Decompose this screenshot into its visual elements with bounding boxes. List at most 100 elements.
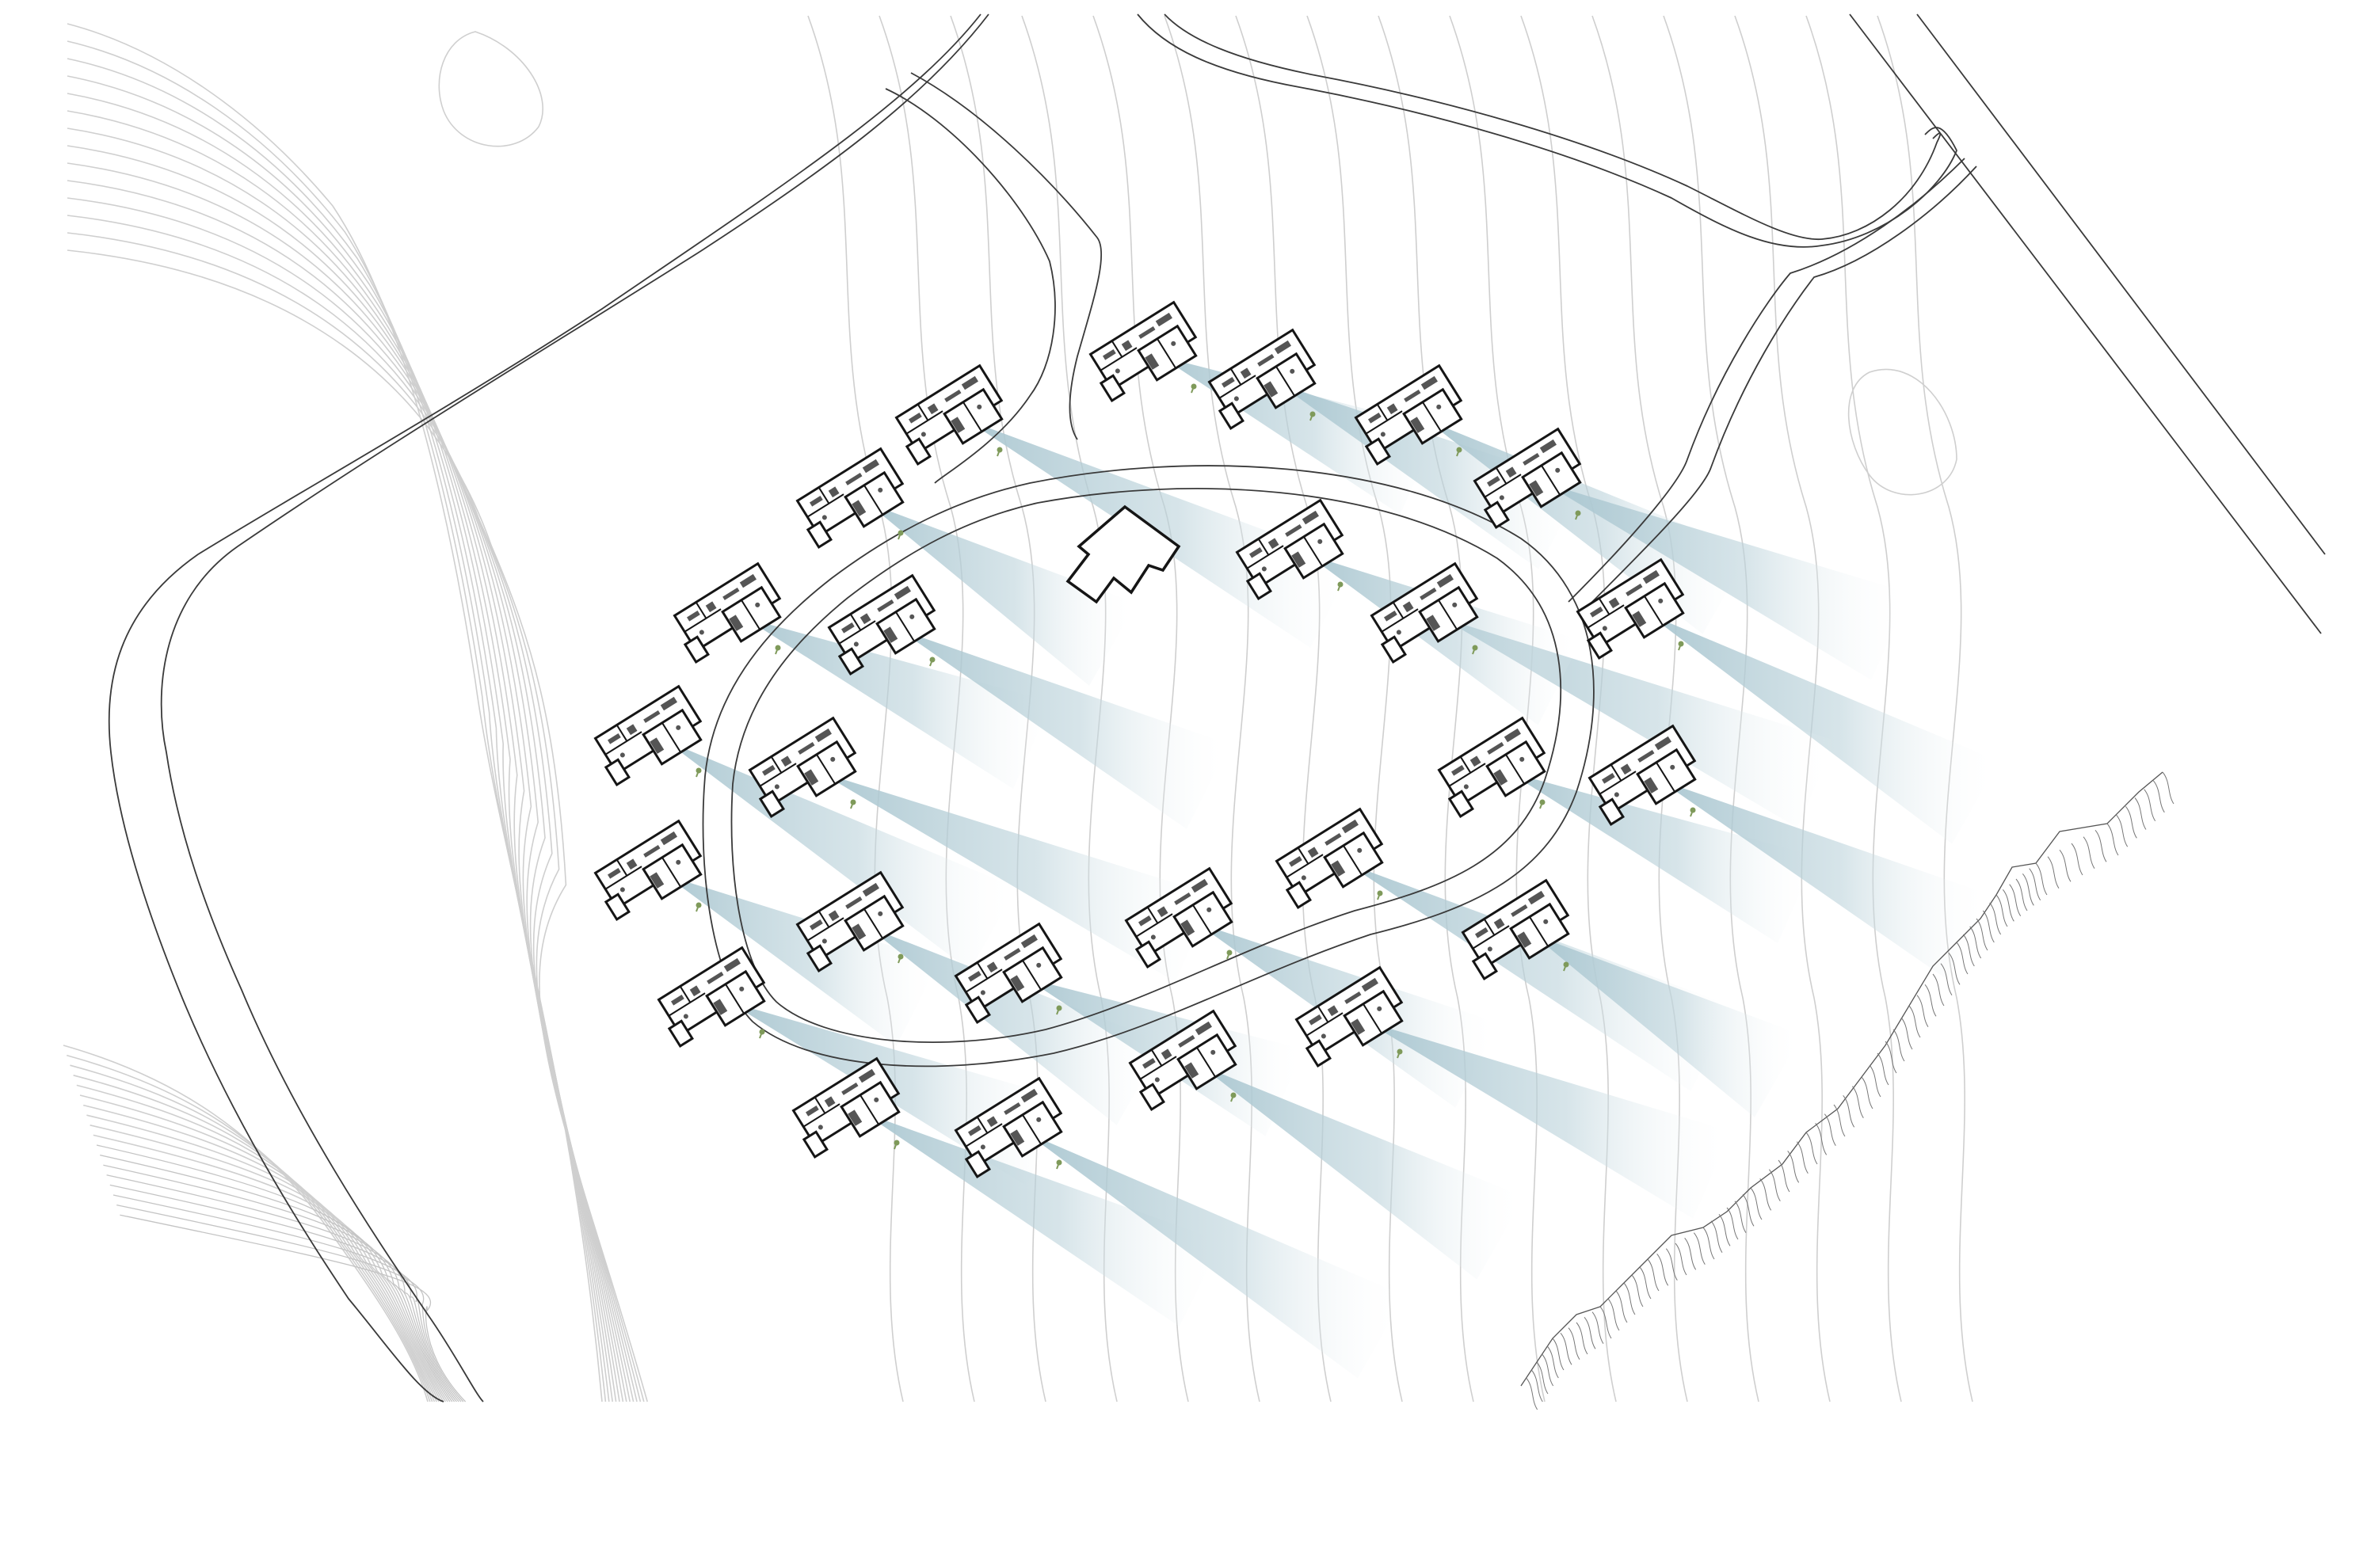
cliff-hatch-stroke xyxy=(1726,1207,1739,1240)
tree-icon xyxy=(759,1029,765,1039)
cliff-hatch-stroke xyxy=(1647,1258,1660,1292)
cliff-hatch-stroke xyxy=(1656,1254,1669,1286)
cliff-hatch-stroke xyxy=(1546,1345,1559,1379)
cliff-hatch-stroke xyxy=(1526,1377,1538,1410)
view-cone xyxy=(1347,863,1734,1092)
cliff-hatch-stroke xyxy=(1675,1243,1687,1276)
view-cone xyxy=(1533,934,1802,1117)
tree-icon xyxy=(1456,447,1462,457)
cliff-hatch-stroke xyxy=(2125,806,2137,839)
tree-icon xyxy=(1397,1049,1403,1059)
contour-line-central xyxy=(1092,15,1189,1402)
tree-icon xyxy=(850,799,856,809)
cliff-hatch-stroke xyxy=(1982,910,1995,943)
contour-line-northwest xyxy=(67,40,607,1402)
cliff-hatch-stroke xyxy=(1710,1220,1723,1253)
cliff-hatch-stroke xyxy=(1969,926,1982,959)
tree-icon xyxy=(1230,1092,1237,1102)
cliff-hatch-stroke xyxy=(1851,1086,1864,1118)
contour-line-west xyxy=(83,1104,442,1402)
cliff-hatch-stroke xyxy=(2035,862,2048,896)
contour-line-west xyxy=(66,1054,431,1402)
cliff-hatch-stroke xyxy=(1962,934,1975,967)
cliff-hatch-stroke xyxy=(1759,1178,1772,1211)
cliff-hatch-stroke xyxy=(1908,1005,1921,1038)
cliff-hatch-stroke xyxy=(1989,902,2002,935)
tree-icon xyxy=(1226,950,1233,960)
cabin-plan xyxy=(1270,808,1392,915)
central-loop-road xyxy=(702,465,1595,1068)
cliff-hatch-stroke xyxy=(1568,1327,1580,1360)
contour-line-west xyxy=(116,1204,464,1402)
cliff-hatch-stroke xyxy=(2083,836,2095,869)
contour-line-central xyxy=(1235,15,1332,1402)
cliff-hatch-stroke xyxy=(2152,780,2165,813)
view-cone xyxy=(665,740,1017,971)
cliff-hatch-stroke xyxy=(1824,1113,1836,1146)
view-cone xyxy=(867,503,1137,686)
view-cone xyxy=(1648,614,1999,844)
road-north-east-diagonal-a xyxy=(1849,13,2322,634)
loop-road-inner xyxy=(730,488,1562,1044)
cliff-hatch-stroke xyxy=(1615,1290,1628,1323)
cliff-hatch-stroke xyxy=(1900,1017,1913,1050)
view-cone xyxy=(1545,483,1911,680)
tree-icon xyxy=(894,1140,900,1150)
contour-line-west xyxy=(86,1114,444,1402)
view-cone xyxy=(1200,1065,1525,1280)
contour-line-northwest xyxy=(67,180,635,1402)
contour-line-northwest xyxy=(67,145,627,1402)
road-north-west-branch-b xyxy=(910,72,1103,440)
cliff-hatch-stroke xyxy=(2144,789,2156,821)
contour-line-central xyxy=(1520,15,1617,1402)
cliff-hatch-stroke xyxy=(2009,884,2022,916)
tree-icon xyxy=(898,953,904,964)
view-cone xyxy=(1279,384,1582,569)
cliff-hatch-stroke xyxy=(1948,953,1961,985)
cliff-hatch-stroke xyxy=(1702,1227,1715,1260)
cabin-plan xyxy=(589,820,711,927)
cliff-hatch-stroke xyxy=(1815,1123,1828,1155)
cabin-plan xyxy=(1084,301,1206,408)
cliff-hatch-stroke xyxy=(1877,1052,1889,1086)
cabin xyxy=(1084,301,1206,408)
cliff-hatch-stroke xyxy=(1576,1322,1588,1355)
cliff-hatch-stroke xyxy=(1892,1029,1905,1062)
view-cone xyxy=(665,875,940,1046)
cliff-hatch-stroke xyxy=(1623,1282,1636,1315)
tree-icon xyxy=(1563,961,1569,972)
view-cone xyxy=(1026,1132,1405,1379)
contour-line-northwest xyxy=(67,232,645,1402)
tree-icon xyxy=(1337,581,1344,592)
road-north-west-branch-a xyxy=(885,88,1056,484)
cliff-edge xyxy=(1520,771,2175,1410)
contour-line-west xyxy=(109,1184,459,1402)
cliff-hatch-stroke xyxy=(1530,1369,1543,1402)
cliff-hatch-stroke xyxy=(1833,1104,1846,1137)
cliff-hatch-stroke xyxy=(1560,1333,1572,1365)
contour-line-west xyxy=(120,1214,467,1402)
cliff-hatch-stroke xyxy=(2094,830,2107,862)
cliff-hatch-stroke xyxy=(2047,856,2060,889)
cliff-hatch-stroke xyxy=(2134,797,2147,830)
cliff-hatch-stroke xyxy=(1778,1159,1790,1193)
view-cone xyxy=(1366,1022,1732,1219)
tree-icon xyxy=(1678,641,1684,651)
contour-line-central xyxy=(1877,15,1973,1402)
tree-icon xyxy=(1377,890,1383,900)
tree-icon xyxy=(1690,807,1696,817)
cliff-hatch-stroke xyxy=(2022,873,2034,906)
contour-line-west xyxy=(63,1045,429,1402)
main-building xyxy=(1065,504,1181,604)
view-cone xyxy=(899,630,1230,829)
cliff-hatch-stroke xyxy=(1631,1274,1644,1307)
contour-line-northwest xyxy=(67,249,648,1402)
view-cone xyxy=(863,1113,1222,1326)
contour-line-west xyxy=(79,1094,440,1402)
cliff-hatch-stroke xyxy=(1932,973,1945,1007)
cliff-hatch-stroke xyxy=(1861,1076,1873,1109)
cabin-plan xyxy=(1432,717,1554,824)
cliff-hatch-stroke xyxy=(1796,1141,1809,1174)
cliff-hatch-stroke xyxy=(1843,1095,1855,1128)
contour-line-central xyxy=(807,15,904,1402)
